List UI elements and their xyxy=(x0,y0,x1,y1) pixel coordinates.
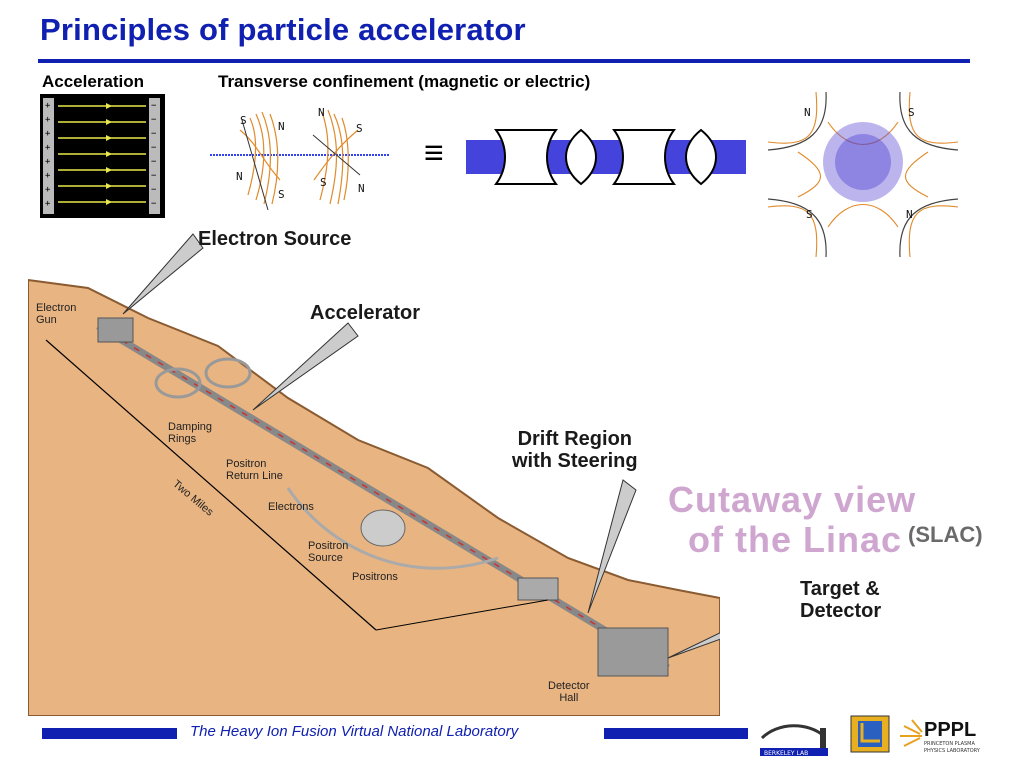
pole-n: N xyxy=(906,208,913,221)
two-miles-dimension xyxy=(45,339,377,631)
svg-text:−: − xyxy=(151,157,157,167)
pole-s: S xyxy=(320,176,327,189)
svg-text:−: − xyxy=(151,115,157,125)
pole-n: N xyxy=(236,170,243,183)
damping-rings-label: Damping Rings xyxy=(168,421,213,445)
pole-s: S xyxy=(240,114,247,127)
quadrupole-pair-diagram: S N N S N S S N xyxy=(210,100,390,215)
svg-text:+: + xyxy=(45,143,51,153)
svg-text:−: − xyxy=(151,101,157,111)
acceleration-label: Acceleration xyxy=(42,72,145,91)
svg-text:+: + xyxy=(45,185,51,195)
svg-text:−: − xyxy=(151,199,157,209)
linac-tube xyxy=(96,322,670,672)
electric-field-lines xyxy=(58,105,146,203)
footer-text: The Heavy Ion Fusion Virtual National La… xyxy=(190,723,519,740)
title-underline xyxy=(38,59,970,63)
pole-s: S xyxy=(278,188,285,201)
svg-text:PRINCETON PLASMA: PRINCETON PLASMA xyxy=(924,741,975,747)
electrons-label: Electrons xyxy=(268,501,314,513)
quadrupole-cross-section: N S S N xyxy=(767,91,959,258)
svg-text:−: − xyxy=(151,143,157,153)
svg-text:+: + xyxy=(45,171,51,181)
pointer-arrow xyxy=(252,322,359,411)
lens-analogy-diagram xyxy=(466,126,746,188)
footer-bar-left xyxy=(42,728,177,739)
damping-ring xyxy=(154,367,202,399)
positive-plate xyxy=(43,98,54,214)
converging-lens xyxy=(685,128,717,186)
electron-gun-label: Electron Gun xyxy=(36,302,77,326)
field-lines-2 xyxy=(313,109,359,205)
accelerator-label: Accelerator xyxy=(310,302,421,324)
svg-text:+: + xyxy=(45,157,51,167)
negative-plate xyxy=(149,98,160,214)
pointer-arrow xyxy=(122,233,204,315)
detector-hall-block xyxy=(597,627,669,677)
cutaway-caption: Cutaway view of the Linac xyxy=(668,479,917,560)
positron-source-cylinder xyxy=(360,509,406,547)
electron-gun-block xyxy=(97,317,134,343)
pointer-arrow xyxy=(587,479,637,614)
svg-text:−: − xyxy=(151,185,157,195)
svg-text:BERKELEY LAB: BERKELEY LAB xyxy=(764,750,808,757)
svg-text:PPPL: PPPL xyxy=(924,719,976,741)
electron-source-label: Electron Source xyxy=(198,228,352,250)
svg-text:PHYSICS LABORATORY: PHYSICS LABORATORY xyxy=(924,748,981,754)
slac-credit: (SLAC) xyxy=(908,522,983,547)
drift-region-block xyxy=(517,577,559,601)
berkeley-lab-logo: BERKELEY LAB xyxy=(758,714,832,758)
pppl-logo: PPPL PRINCETON PLASMA PHYSICS LABORATORY xyxy=(896,714,988,758)
pole-n: N xyxy=(804,106,811,119)
footer-bar-right xyxy=(604,728,748,739)
acceleration-diagram: + + + + + + + + − − − − − − − − xyxy=(40,94,165,218)
drift-region-label: Drift Region with Steering xyxy=(512,428,638,472)
converging-lens xyxy=(565,128,597,186)
pole-n: N xyxy=(318,106,325,119)
positron-return-line-label: Positron Return Line xyxy=(226,458,283,482)
svg-text:+: + xyxy=(45,115,51,125)
llnl-logo xyxy=(850,715,890,753)
field-lines-1 xyxy=(239,111,281,205)
damping-ring xyxy=(204,357,252,389)
target-detector-label: Target & Detector xyxy=(800,578,882,622)
detector-hall-label: Detector Hall xyxy=(548,680,590,704)
positron-source-label: Positron Source xyxy=(308,540,349,564)
pole-s: S xyxy=(806,208,813,221)
diverging-lens xyxy=(612,129,676,185)
page-title: Principles of particle accelerator xyxy=(40,12,526,47)
diverging-lens xyxy=(494,129,558,185)
positron-line xyxy=(286,487,499,570)
equivalence-symbol: ≡ xyxy=(424,134,444,172)
transverse-confinement-label: Transverse confinement (magnetic or elec… xyxy=(218,72,591,91)
svg-text:−: − xyxy=(151,171,157,181)
positrons-label: Positrons xyxy=(352,571,398,583)
svg-text:+: + xyxy=(45,129,51,139)
pole-n: N xyxy=(358,182,365,195)
svg-text:+: + xyxy=(45,101,51,111)
svg-text:−: − xyxy=(151,129,157,139)
pole-n: N xyxy=(278,120,285,133)
svg-text:+: + xyxy=(45,199,51,209)
pole-s: S xyxy=(356,122,363,135)
pole-s: S xyxy=(908,106,915,119)
